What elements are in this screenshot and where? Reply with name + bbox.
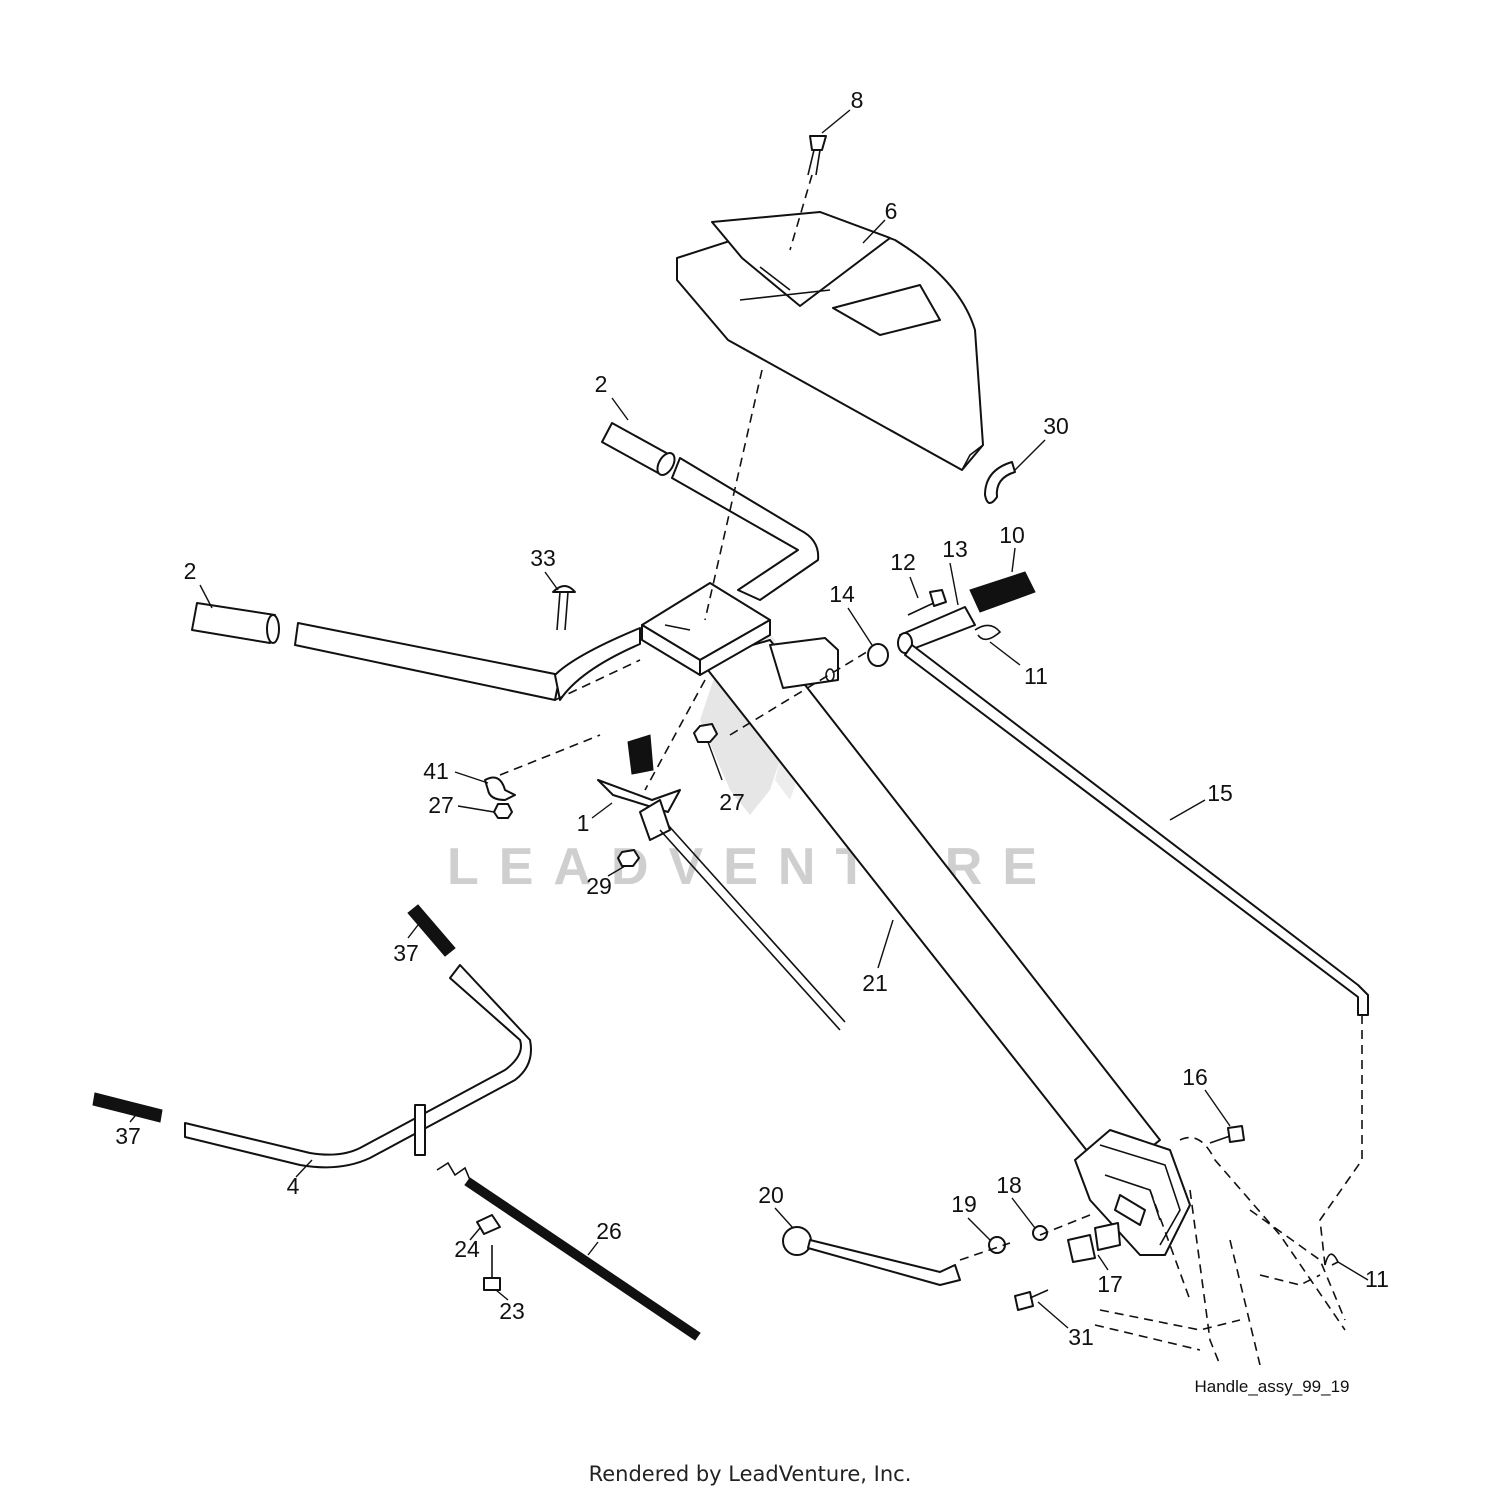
alignment-dash-line bbox=[644, 679, 706, 791]
part-6-console-cover bbox=[676, 211, 984, 471]
alignment-dash-line bbox=[499, 734, 601, 776]
callout-41: 41 bbox=[423, 758, 449, 784]
callout-8: 8 bbox=[851, 87, 864, 113]
part-10-lever-grip bbox=[969, 571, 1036, 613]
part-27-nut-center bbox=[693, 723, 718, 743]
part-21-handle-tube bbox=[699, 639, 1191, 1256]
handle-console-box bbox=[641, 582, 839, 689]
upper-handlebar bbox=[294, 457, 820, 701]
leader-lines bbox=[129, 109, 1369, 1329]
callout-13: 13 bbox=[942, 536, 968, 562]
callout-37-upper: 37 bbox=[393, 940, 419, 966]
callout-2-left-grip: 2 bbox=[184, 558, 197, 584]
part-4-bail-handle bbox=[184, 964, 532, 1169]
part-1-control-bracket bbox=[597, 734, 846, 1031]
callout-27-left: 27 bbox=[428, 792, 454, 818]
part-26-cable bbox=[464, 1177, 701, 1341]
callout-2-right-grip: 2 bbox=[595, 371, 608, 397]
part-26-cable-end bbox=[436, 1161, 471, 1181]
part-17-shift-block bbox=[1094, 1222, 1121, 1251]
callout-6: 6 bbox=[885, 198, 898, 224]
callout-11-lower: 11 bbox=[1365, 1266, 1389, 1292]
alignment-dash-line bbox=[959, 1242, 1011, 1261]
callout-11-upper: 11 bbox=[1024, 663, 1048, 689]
callout-17: 17 bbox=[1097, 1271, 1123, 1297]
part-29-nut bbox=[617, 849, 640, 867]
part-13-lever-bracket bbox=[897, 606, 976, 654]
diagram-caption: Handle_assy_99_19 bbox=[1194, 1377, 1349, 1396]
callout-1: 1 bbox=[577, 810, 590, 836]
callout-31: 31 bbox=[1068, 1324, 1094, 1350]
part-24-clip bbox=[476, 1214, 501, 1235]
callout-18: 18 bbox=[996, 1172, 1022, 1198]
callout-24: 24 bbox=[454, 1236, 480, 1262]
callout-23: 23 bbox=[499, 1298, 525, 1324]
callout-20: 20 bbox=[758, 1182, 784, 1208]
callout-29: 29 bbox=[586, 873, 612, 899]
part-16-bolt bbox=[1209, 1125, 1245, 1144]
part-11-hairpin-lower bbox=[1324, 1253, 1340, 1266]
alignment-dash-line bbox=[1039, 1214, 1091, 1236]
part-33-carriage-bolt bbox=[552, 585, 576, 631]
render-credit-footer: Rendered by LeadVenture, Inc. bbox=[589, 1462, 912, 1486]
transmission-housing-ghost bbox=[1094, 1136, 1346, 1366]
part-8-screw bbox=[789, 135, 827, 251]
callout-27-center: 27 bbox=[719, 789, 745, 815]
callout-14: 14 bbox=[829, 581, 855, 607]
part-30-clip bbox=[984, 461, 1016, 504]
callout-19: 19 bbox=[951, 1191, 977, 1217]
part-41-cable-clamp bbox=[484, 776, 516, 801]
part-37-grip-lower bbox=[92, 1092, 163, 1123]
part-12-bolt bbox=[907, 589, 947, 616]
watermark-text: LEADVENTURE bbox=[447, 838, 1057, 896]
callout-33: 33 bbox=[530, 545, 556, 571]
callout-4: 4 bbox=[287, 1173, 300, 1199]
part-2-grip-right bbox=[601, 422, 676, 476]
callout-21: 21 bbox=[862, 970, 888, 996]
callout-12: 12 bbox=[890, 549, 916, 575]
alignment-dash-line bbox=[704, 369, 763, 621]
part-14-spacer bbox=[867, 643, 889, 667]
part-17-shift-block bbox=[1067, 1234, 1096, 1263]
part-31-bolt bbox=[1014, 1289, 1049, 1311]
part-2-grip-left bbox=[191, 602, 280, 644]
part-15-control-rod bbox=[904, 644, 1369, 1016]
callout-16: 16 bbox=[1182, 1064, 1208, 1090]
part-27-nut-left bbox=[493, 803, 513, 819]
callout-37-lower: 37 bbox=[115, 1123, 141, 1149]
part-20-shift-lever bbox=[782, 1226, 961, 1286]
alignment-dash-line bbox=[554, 659, 641, 701]
callout-26: 26 bbox=[596, 1218, 622, 1244]
callout-30: 30 bbox=[1043, 413, 1069, 439]
callout-15: 15 bbox=[1207, 780, 1233, 806]
callout-labels: 8 6 2 30 2 33 12 13 10 14 11 41 27 27 1 … bbox=[115, 87, 1389, 1350]
callout-10: 10 bbox=[999, 522, 1025, 548]
part-37-grip-upper bbox=[407, 904, 456, 957]
part-11-hairpin bbox=[974, 624, 1002, 641]
part-23-bolt bbox=[483, 1245, 501, 1291]
alignment-dash-line bbox=[1319, 1015, 1363, 1266]
alignment-dash-line bbox=[729, 649, 871, 736]
